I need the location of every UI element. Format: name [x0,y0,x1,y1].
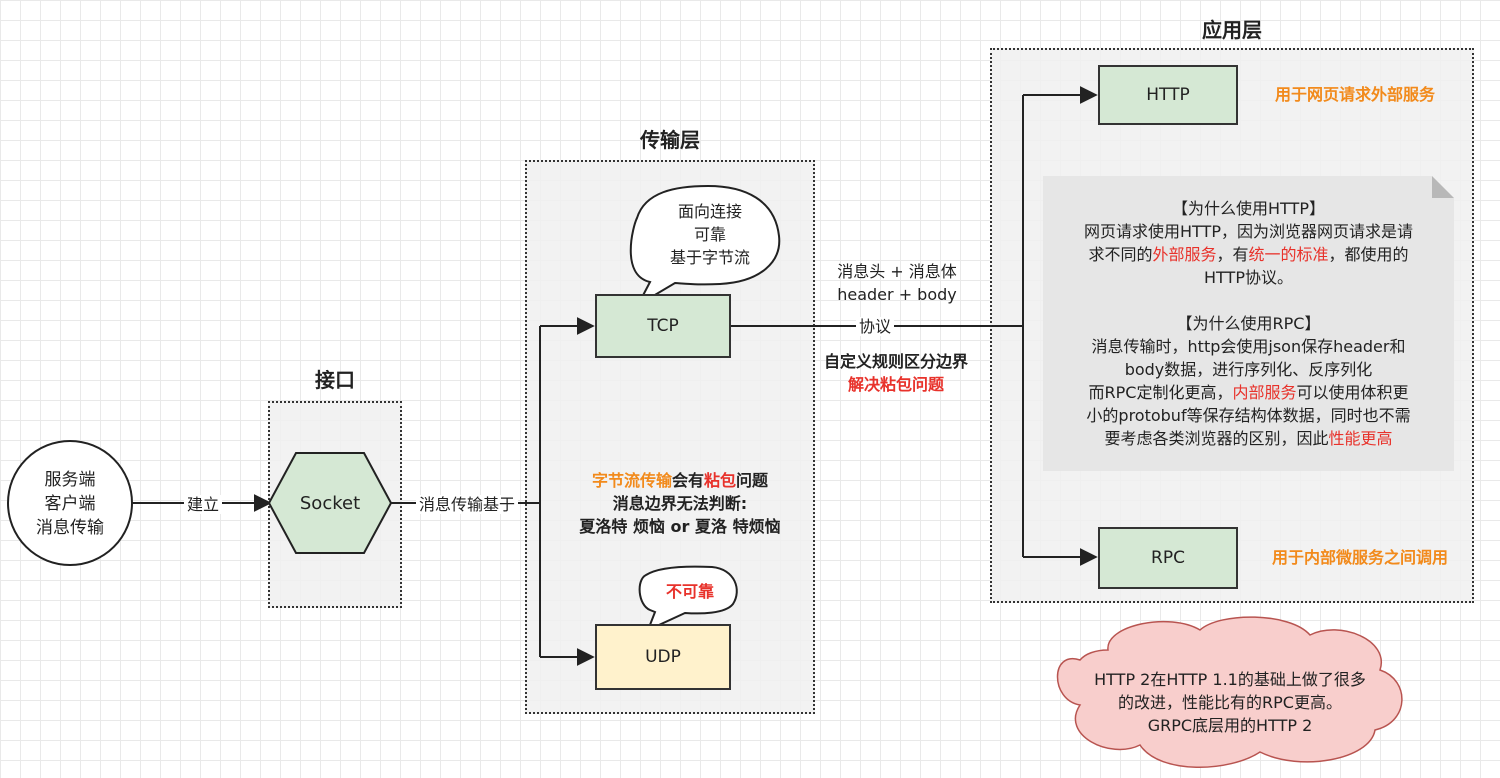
cloud-text: HTTP 2在HTTP 1.1的基础上做了很多 的改进，性能比有的RPC更高。 … [1060,668,1400,737]
note-http-line-1: 网页请求使用HTTP，因为浏览器网页请求是请 [1084,222,1413,241]
note-rpc-line-2: body数据，进行序列化、反序列化 [1124,360,1373,379]
note-http-l2-c: ，都使用的 [1328,245,1409,264]
note-rpc-l3-red: 内部服务 [1232,383,1297,402]
client-line-1: 服务端 [44,470,96,490]
sticky-line-2: 消息边界无法判断: [612,494,748,513]
protocol-solution: 自定义规则区分边界 解决粘包问题 [800,350,992,396]
note-rpc-title: 【为什么使用RPC】 [1176,314,1321,333]
edge-label-establish: 建立 [180,493,226,516]
tcp-bubble-line-2: 可靠 [693,225,726,244]
client-line-3: 消息传输 [36,518,104,538]
cloud-line-2: 的改进，性能比有的RPC更高。 [1118,693,1342,712]
note-shape [1043,176,1454,471]
note-http-l2-red1: 外部服务 [1152,245,1217,264]
sticky-part4: 问题 [736,471,769,490]
rpc-desc: 用于内部微服务之间调用 [1271,548,1448,567]
note-rpc-l3-a: 而RPC定制化更高， [1088,383,1233,402]
transport-title: 传输层 [640,128,700,152]
tcp-speech-bubble [629,184,781,308]
client-label: 服务端 客户端 消息传输 [8,468,132,540]
socket-hexagon [267,452,393,554]
note-http-l2-red2: 统一的标准 [1248,245,1329,264]
note-rpc-l5-a: 要考虑各类浏览器的区别，因此 [1104,429,1329,448]
client-line-2: 客户端 [44,494,96,514]
edge-label-based-on: 消息传输基于 [409,493,525,516]
protocol-format-line-1: 消息头 + 消息体 [837,262,957,281]
udp-bubble-text: 不可靠 [665,582,714,601]
note-http-title: 【为什么使用HTTP】 [1172,199,1325,218]
note-rpc-line-4: 小的protobuf等保存结构体数据，同时也不需 [1086,406,1411,425]
cloud-line-1: HTTP 2在HTTP 1.1的基础上做了很多 [1094,670,1366,689]
http-box: HTTP [1098,65,1238,125]
note-http-l2-b: ，有 [1216,245,1249,264]
note-http-line-3: HTTP协议。 [1204,268,1293,287]
protocol-custom: 自定义规则区分边界 [823,352,968,371]
sticky-orange: 字节流传输 [591,471,672,490]
sticky-line-3: 夏洛特 烦恼 or 夏洛 特烦恼 [579,517,781,536]
protocol-format-line-2: header + body [837,285,957,304]
application-title: 应用层 [1202,18,1262,42]
rpc-box: RPC [1098,527,1238,589]
tcp-box: TCP [595,294,731,358]
cloud-line-3: GRPC底层用的HTTP 2 [1147,716,1313,735]
edge-label-establish-text: 建立 [183,495,222,514]
note-rpc-line-1: 消息传输时，http会使用json保存header和 [1091,337,1406,356]
note-rpc-l5-red: 性能更高 [1328,429,1393,448]
note-rpc-line-5: 要考虑各类浏览器的区别，因此性能更高 [1043,427,1454,450]
tcp-bubble-line-1: 面向连接 [677,202,742,221]
http-desc: 用于网页请求外部服务 [1274,85,1435,104]
tcp-bubble-line-3: 基于字节流 [669,248,750,267]
cloud-shape [1056,616,1403,768]
protocol-solve: 解决粘包问题 [847,375,944,394]
interface-title: 接口 [315,368,355,392]
edge-label-based-on-text: 消息传输基于 [415,495,518,514]
note-http-line-2: 求不同的外部服务，有统一的标准，都使用的 [1043,243,1454,266]
note-http-l2-a: 求不同的 [1088,245,1153,264]
udp-box: UDP [595,624,731,690]
sticky-part2: 会有 [671,471,704,490]
note-text: 【为什么使用HTTP】 网页请求使用HTTP，因为浏览器网页请求是请 求不同的外… [1043,197,1454,450]
protocol-format: 消息头 + 消息体 header + body [812,260,982,306]
note-rpc-l3-b: 可以使用体积更 [1296,383,1409,402]
udp-speech-bubble [638,565,738,632]
edge-label-protocol: 协议 [850,315,900,338]
sticky-red: 粘包 [704,471,737,490]
sticky-packet-text: 字节流传输会有粘包问题 消息边界无法判断: 夏洛特 烦恼 or 夏洛 特烦恼 [548,469,812,538]
socket-label: Socket [299,493,361,514]
note-rpc-line-3: 而RPC定制化更高，内部服务可以使用体积更 [1043,381,1454,404]
tcp-bubble-text: 面向连接 可靠 基于字节流 [640,200,780,269]
edge-label-protocol-text: 协议 [855,317,894,336]
note-spacer [1043,289,1454,312]
note-fold [1432,176,1454,198]
sticky-line-1: 字节流传输会有粘包问题 [548,469,812,492]
